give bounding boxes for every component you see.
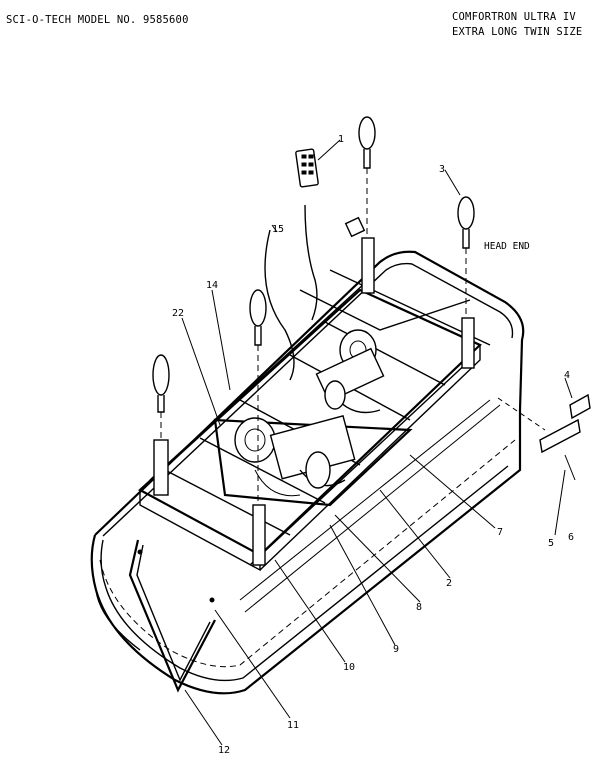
callout-14: 14 <box>206 280 218 291</box>
remote-control <box>295 148 319 188</box>
head-end-label: HEAD END <box>484 241 530 252</box>
callout-2: 2 <box>446 578 452 589</box>
headboard-bracket <box>344 216 591 481</box>
caster-legs <box>152 116 475 566</box>
wiring <box>254 204 318 497</box>
handle <box>128 539 216 693</box>
callout-labels: 1 3 4 5 6 7 2 8 9 10 11 12 14 15 22 HEAD… <box>172 134 574 756</box>
callout-5: 5 <box>548 538 554 549</box>
callout-11: 11 <box>287 720 299 731</box>
callout-3: 3 <box>439 164 445 175</box>
callout-12: 12 <box>218 745 230 756</box>
leader-lines <box>181 139 573 746</box>
product-name-header: COMFORTRON ULTRA IV <box>452 11 576 23</box>
callout-1: 1 <box>338 134 344 145</box>
model-number-header: SCI-O-TECH MODEL NO. 9585600 <box>6 14 189 26</box>
callout-9: 9 <box>393 644 399 655</box>
motor-assembly <box>234 329 385 489</box>
callout-7: 7 <box>497 527 503 538</box>
callout-15: 15 <box>272 224 284 235</box>
callout-22: 22 <box>172 308 184 319</box>
callout-4: 4 <box>564 370 570 381</box>
base-outline <box>90 250 525 695</box>
callout-10: 10 <box>343 662 355 673</box>
callout-6: 6 <box>568 532 574 543</box>
callout-8: 8 <box>416 602 422 613</box>
product-size-header: EXTRA LONG TWIN SIZE <box>452 26 583 38</box>
